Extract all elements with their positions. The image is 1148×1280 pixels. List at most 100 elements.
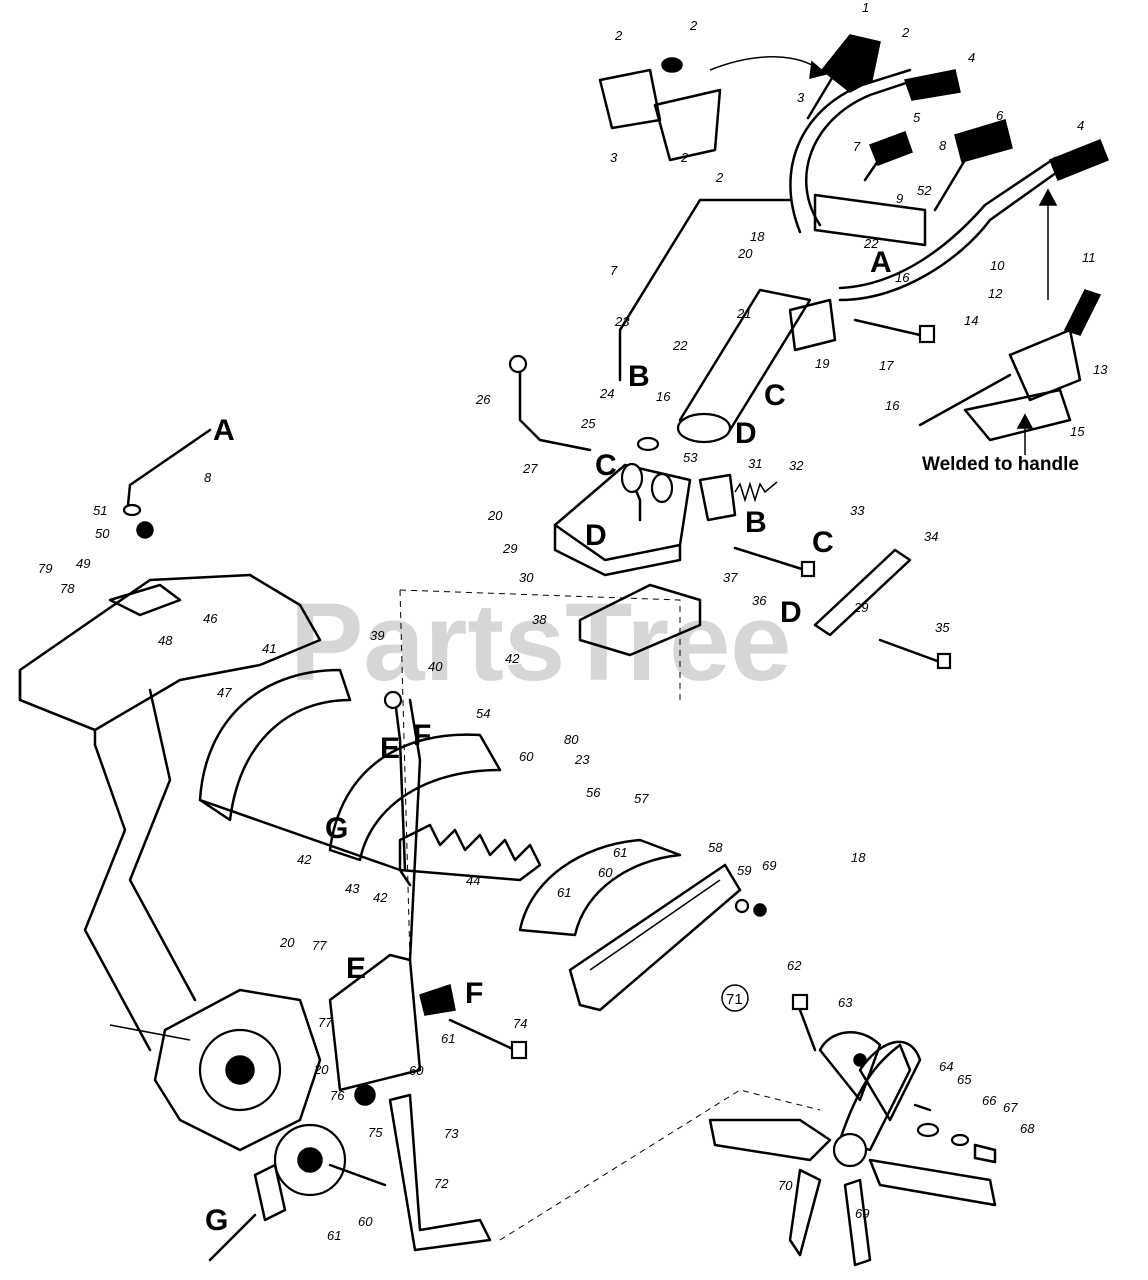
- callout: 75: [368, 1125, 383, 1140]
- callout: 41: [262, 641, 276, 656]
- callout-numbers: 1 2 2 2 2 2 3 3 4 4 5 6 7 7 8 8 9 10 11 …: [38, 0, 1108, 1243]
- callout: 42: [373, 890, 388, 905]
- callout: 79: [38, 561, 52, 576]
- callout: 22: [863, 236, 879, 251]
- callout: 13: [1093, 362, 1108, 377]
- callout: 16: [656, 389, 671, 404]
- callout: 61: [613, 845, 627, 860]
- callout: 6: [996, 108, 1004, 123]
- callout: 8: [939, 138, 947, 153]
- callout: 64: [939, 1059, 953, 1074]
- callout: 72: [434, 1176, 449, 1191]
- ref-letter-f: F: [413, 719, 431, 752]
- ref-letter-a: A: [213, 414, 235, 447]
- callout: 77: [312, 938, 327, 953]
- callout: 32: [789, 458, 804, 473]
- callout: 61: [557, 885, 571, 900]
- watermark-text: PartsTree: [290, 581, 791, 704]
- callout: 3: [797, 90, 805, 105]
- callout: 51: [93, 503, 107, 518]
- callout: 30: [519, 570, 534, 585]
- tube-end-d: [676, 412, 732, 444]
- callout: 3: [610, 150, 618, 165]
- callout: 46: [203, 611, 218, 626]
- callout: 22: [672, 338, 688, 353]
- welded-note: Welded to handle: [922, 454, 1079, 475]
- ref-letter-g: G: [205, 1204, 228, 1237]
- callout: 12: [988, 286, 1003, 301]
- callout: 23: [614, 314, 630, 329]
- tine-shield-assembly: [18, 428, 767, 1012]
- knob-5: [869, 131, 913, 166]
- callout: 18: [750, 229, 765, 244]
- callout: 34: [924, 529, 938, 544]
- callout: 44: [466, 873, 480, 888]
- callout: 23: [574, 752, 590, 767]
- callout: 1: [862, 0, 869, 15]
- callout: 10: [990, 258, 1005, 273]
- callout: 70: [778, 1178, 793, 1193]
- callout: 49: [76, 556, 90, 571]
- callout: 80: [564, 732, 579, 747]
- callout: 50: [95, 526, 110, 541]
- ref-letter-e: E: [380, 732, 400, 765]
- callout: 42: [297, 852, 312, 867]
- callout: 69: [855, 1206, 869, 1221]
- callout: 65: [957, 1072, 972, 1087]
- callout: 14: [964, 313, 978, 328]
- callout: 5: [913, 110, 921, 125]
- callout: 60: [598, 865, 613, 880]
- callout: 2: [689, 18, 698, 33]
- ref-letter-d: D: [585, 519, 607, 552]
- ref-letter-a: A: [870, 246, 892, 279]
- callout: 40: [428, 659, 443, 674]
- ref-letter-c: C: [595, 449, 617, 482]
- callout: 29: [502, 541, 517, 556]
- callout: 60: [519, 749, 534, 764]
- clutch-lever: [1063, 289, 1102, 336]
- callout: 77: [318, 1015, 333, 1030]
- callout: 4: [968, 50, 975, 65]
- callout: 58: [708, 840, 723, 855]
- ref-letter-c: C: [764, 379, 786, 412]
- callout: 56: [586, 785, 601, 800]
- callout: 53: [683, 450, 698, 465]
- ref-letter-f: F: [465, 977, 483, 1010]
- callout: 17: [879, 358, 894, 373]
- callout: 35: [935, 620, 950, 635]
- callout: 42: [505, 651, 520, 666]
- callout: 60: [358, 1214, 373, 1229]
- callout: 39: [370, 628, 384, 643]
- callout: 2: [614, 28, 623, 43]
- callout: 37: [723, 570, 738, 585]
- callout: 57: [634, 791, 649, 806]
- ref-letter-d: D: [780, 596, 802, 629]
- callout: 20: [313, 1062, 329, 1077]
- callout: 26: [475, 392, 491, 407]
- callout: 25: [580, 416, 596, 431]
- circled-71-ring: [721, 984, 749, 1012]
- callout: 29: [853, 600, 868, 615]
- right-grip: [1049, 139, 1109, 181]
- callout: 7: [610, 263, 618, 278]
- tine-assembly: 71: [499, 984, 997, 1267]
- callout: 61: [441, 1031, 455, 1046]
- ref-letter-g: G: [325, 812, 348, 845]
- callout: 18: [851, 850, 866, 865]
- callout: 21: [736, 306, 751, 321]
- callout: 61: [327, 1228, 341, 1243]
- callout: 73: [444, 1126, 459, 1141]
- ref-letter-c: C: [812, 526, 834, 559]
- callout: 43: [345, 881, 360, 896]
- handle-assembly: [598, 34, 1109, 455]
- ref-letter-b: B: [745, 506, 767, 539]
- knob-6: [954, 119, 1013, 163]
- callout: 76: [330, 1088, 345, 1103]
- callout: 9: [896, 191, 903, 206]
- callout: 69: [762, 858, 776, 873]
- callout: 67: [1003, 1100, 1018, 1115]
- callout: 54: [476, 706, 490, 721]
- callout: 4: [1077, 118, 1084, 133]
- left-grip: [904, 69, 961, 101]
